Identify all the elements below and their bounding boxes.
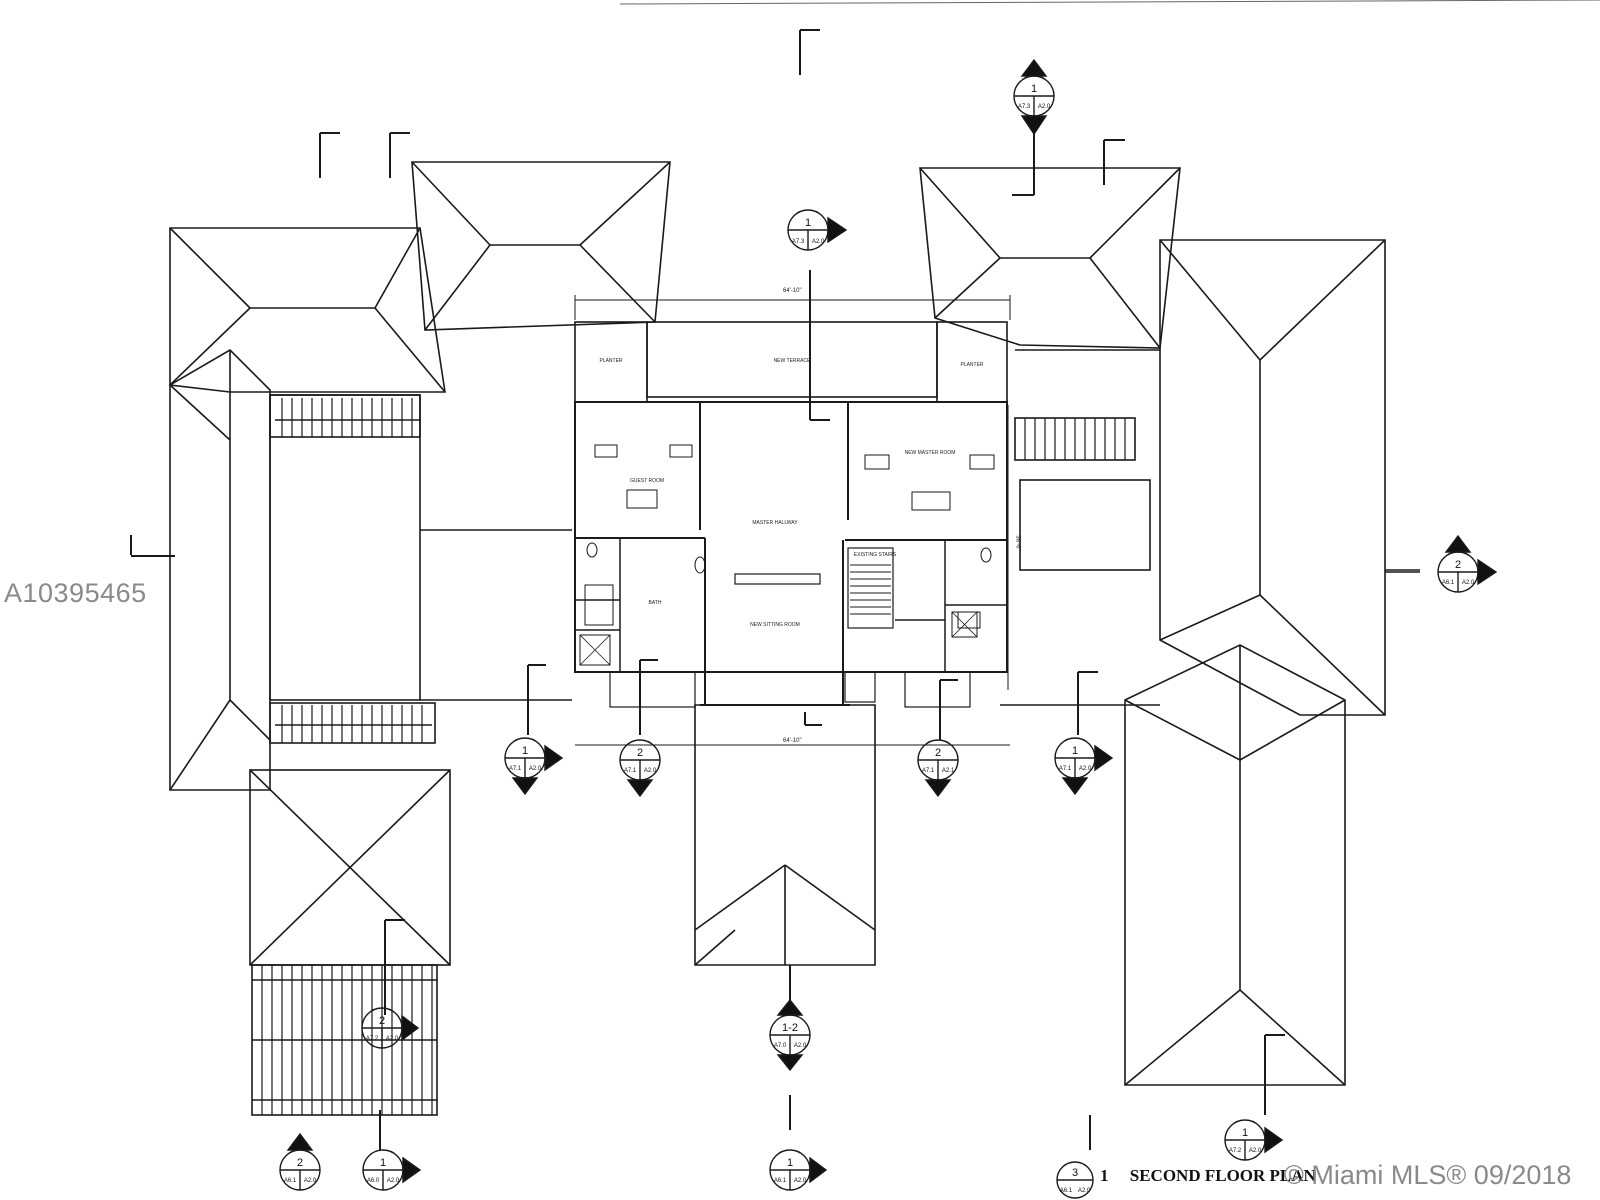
marker-num-right: 2 — [1455, 559, 1461, 571]
marker-num-mid-2: 2 — [637, 747, 643, 759]
roof-lower-left — [249, 769, 451, 966]
marker-ref-bottom-left-1-b: A2.0 — [304, 1178, 317, 1184]
section-marker-bottom-left-2 — [362, 1149, 422, 1191]
section-marker-top-right — [1013, 58, 1055, 136]
section-marker-mid-4 — [1054, 737, 1114, 796]
section-marker-right — [1437, 534, 1498, 593]
marker-ref-top-center-b: A2.0 — [812, 239, 825, 245]
marker-ref-mid-3-a: A7.1 — [922, 768, 935, 774]
marker-ref-right-b: A2.0 — [1462, 580, 1475, 586]
marker-ref-title-key-a: A6.1 — [1060, 1188, 1073, 1194]
marker-ref-mid-1-b: A2.0 — [529, 766, 542, 772]
listing-id-watermark: A10395465 — [4, 578, 147, 608]
section-marker-bottom-right — [1224, 1119, 1284, 1161]
marker-ref-bottom-left-2-a: A6.0 — [367, 1178, 380, 1184]
room-label-planter-left: PLANTER — [599, 358, 623, 364]
marker-ref-top-right-b: A2.0 — [1038, 104, 1051, 110]
pergola — [251, 964, 438, 1116]
marker-num-mid-4: 1 — [1072, 745, 1078, 757]
marker-ref-bottom-left-2-b: A2.0 — [387, 1178, 400, 1184]
section-marker-mid-3 — [917, 739, 959, 798]
section-marker-pergola — [361, 1007, 420, 1049]
marker-num-title-key: 3 — [1072, 1167, 1078, 1179]
dimension-top: 64'-10" — [783, 288, 802, 294]
marker-num-bottom-mid: 1 — [787, 1157, 793, 1169]
plan-title-number: 1 — [1100, 1166, 1109, 1185]
room-label-sitting-room: NEW SITTING ROOM — [750, 622, 800, 628]
marker-ref-pergola-a: A7.2 — [366, 1036, 379, 1042]
marker-num-bottom-center: 1-2 — [782, 1022, 798, 1034]
section-marker-top-center — [787, 209, 848, 251]
roof-top-right — [919, 167, 1181, 349]
central-floor-plan — [574, 295, 1011, 746]
marker-num-top-center: 1 — [805, 217, 811, 229]
marker-ref-mid-3-b: A2.1 — [942, 768, 955, 774]
room-label-stairs: EXISTING STAIRS — [853, 552, 897, 558]
section-marker-bottom-left-1 — [279, 1132, 321, 1191]
plan-title-text: SECOND FLOOR PLAN — [1129, 1166, 1316, 1185]
mls-watermark: © Miami MLS® 09/2018 — [1284, 1160, 1572, 1190]
roof-top-left — [411, 161, 671, 331]
section-marker-labels: 1 A7.3 A2.0 1 A7.3 A2.0 2 A6.1 A2.0 1 A7… — [284, 83, 1475, 1194]
roof-right-wing — [1159, 239, 1386, 716]
section-marker-bottom-mid — [769, 1149, 828, 1191]
marker-ref-right-a: A6.1 — [1442, 580, 1455, 586]
marker-ref-mid-2-a: A7.1 — [624, 768, 637, 774]
marker-ref-bottom-mid-a: A6.1 — [774, 1178, 787, 1184]
section-marker-mid-2 — [619, 739, 661, 798]
marker-num-mid-3: 2 — [935, 747, 941, 759]
left-trellis-area — [269, 394, 572, 744]
section-marker-bottom-center — [769, 998, 811, 1072]
marker-num-pergola: 2 — [379, 1015, 385, 1027]
marker-ref-mid-4-b: A2.0 — [1079, 766, 1092, 772]
marker-num-bottom-left-1: 2 — [297, 1157, 303, 1169]
marker-ref-bottom-mid-b: A2.0 — [794, 1178, 807, 1184]
marker-ref-mid-2-b: A2.0 — [644, 768, 657, 774]
section-cut-lines — [130, 29, 1420, 1150]
room-label-guest-room: GUEST ROOM — [629, 478, 665, 484]
marker-ref-mid-1-a: A7.1 — [509, 766, 522, 772]
roof-lower-right — [1124, 644, 1346, 1086]
section-marker-title-key — [1056, 1161, 1094, 1199]
marker-ref-top-right-a: A7.3 — [1018, 104, 1031, 110]
marker-num-mid-1: 1 — [522, 745, 528, 757]
right-trellis-area — [1000, 349, 1420, 706]
marker-ref-pergola-b: A2.0 — [386, 1036, 399, 1042]
room-label-hallway: MASTER HALLWAY — [752, 520, 798, 526]
marker-num-top-right: 1 — [1031, 83, 1037, 95]
plan-title: 1 SECOND FLOOR PLAN — [1100, 1166, 1316, 1186]
room-label-master-room: NEW MASTER ROOM — [904, 450, 956, 456]
room-label-terrace: NEW TERRACE — [773, 358, 811, 364]
marker-num-bottom-right: 1 — [1242, 1127, 1248, 1139]
marker-ref-mid-4-a: A7.1 — [1059, 766, 1072, 772]
marker-num-bottom-left-2: 1 — [380, 1157, 386, 1169]
room-label-bath: BATH — [648, 600, 662, 606]
roof-lower-center — [694, 704, 876, 966]
marker-ref-title-key-b: A2.0 — [1078, 1188, 1091, 1194]
marker-ref-bottom-right-b: A2.0 — [1249, 1148, 1262, 1154]
marker-ref-bottom-center-a: A7.0 — [774, 1043, 787, 1049]
room-label-planter-right: PLANTER — [960, 362, 984, 368]
marker-ref-top-center-a: A7.3 — [792, 239, 805, 245]
marker-ref-bottom-left-1-a: A6.1 — [284, 1178, 297, 1184]
dimension-bottom: 64'-10" — [783, 738, 802, 744]
section-markers — [279, 58, 1498, 1199]
marker-ref-bottom-right-a: A7.2 — [1229, 1148, 1242, 1154]
section-marker-mid-1 — [504, 737, 564, 796]
roof-left-wing — [169, 348, 271, 791]
marker-ref-bottom-center-b: A2.0 — [794, 1043, 807, 1049]
roof-upper-left — [169, 227, 446, 393]
dimension-right: 38'-6" — [1014, 535, 1021, 551]
